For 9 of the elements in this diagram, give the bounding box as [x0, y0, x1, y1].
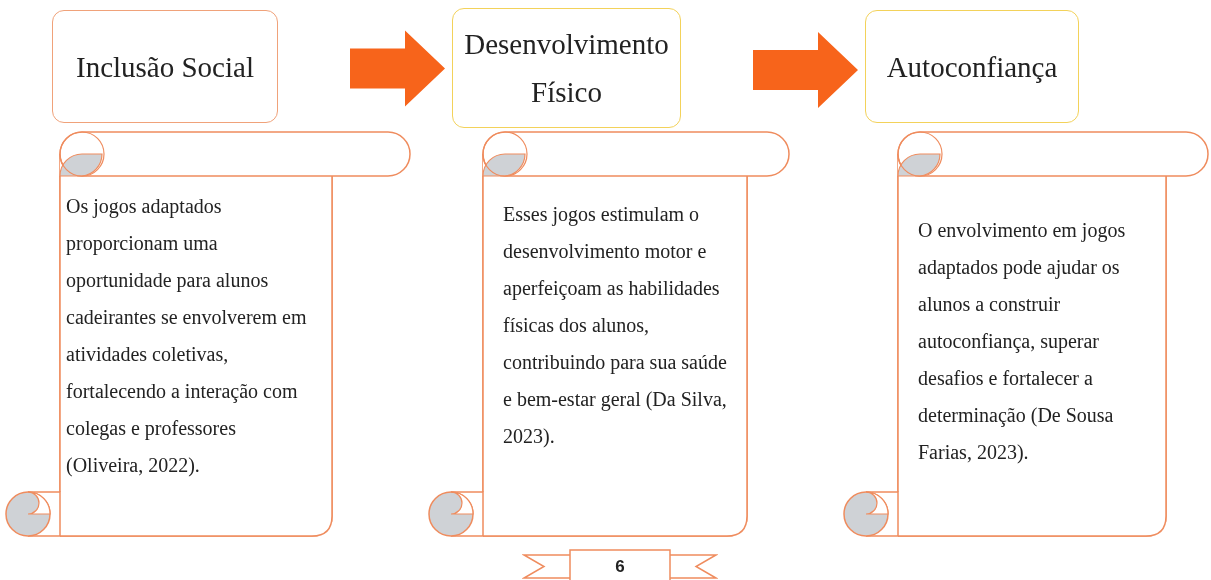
- description-text: O envolvimento em jogos adaptados pode ajudar os alunos a construir autoconfiança, superar desafios e fortalecer a determinação (De Sousa Farias, 2023).: [918, 218, 1127, 465]
- block-arrow: [350, 30, 445, 107]
- block-arrow: [753, 32, 858, 108]
- page-number: 6: [615, 555, 625, 577]
- title-box: Desenvolvimento Físico: [452, 8, 681, 128]
- description-text: Os jogos adaptados proporcionam uma oportunidade para alunos cadeirantes se envolverem em atividades coletivas, fortalecendo a interação com colegas e professores (Oliveira, 2022).: [66, 194, 308, 479]
- title-box: Inclusão Social: [52, 10, 278, 123]
- title-box: Autoconfiança: [865, 10, 1079, 123]
- description-text: Esses jogos estimulam o desenvolvimento motor e aperfeiçoam as habilidades físicas dos alunos, contribuindo para sua saúde e bem-estar geral (Da Silva, 2023).: [503, 202, 728, 449]
